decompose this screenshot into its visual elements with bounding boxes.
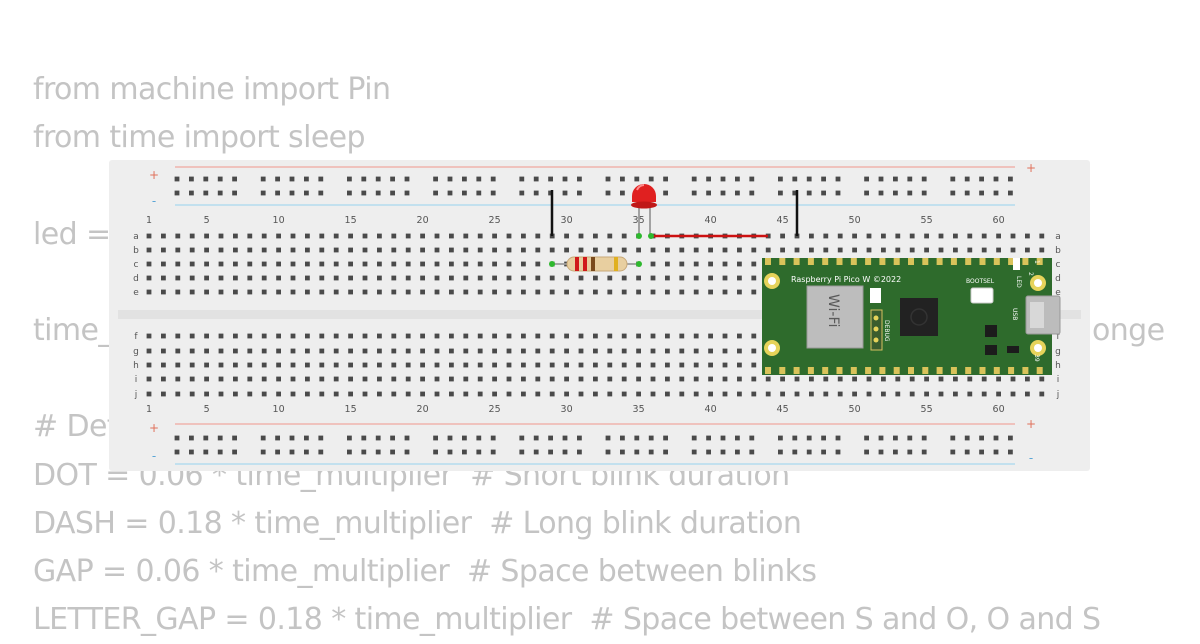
breadboard-center-gap xyxy=(118,310,1081,319)
pico-pin-headers xyxy=(765,258,1043,374)
row-label: a xyxy=(1055,232,1061,242)
code-line-12: LETTER_GAP = 0.18 * time_multiplier # Sp… xyxy=(33,602,1101,638)
row-label: i xyxy=(135,375,138,385)
code-line-6: time_ xyxy=(33,312,113,348)
bootsel-button[interactable] xyxy=(970,287,994,304)
rail-sign-label: + xyxy=(1026,417,1036,431)
row-label: d xyxy=(133,274,139,284)
column-label: 1 xyxy=(146,404,152,415)
column-label: 25 xyxy=(489,404,501,415)
row-label: e xyxy=(133,288,139,298)
row-label: c xyxy=(134,260,139,270)
rail-sign-label: + xyxy=(149,168,159,182)
rail-sign-label: - xyxy=(1029,451,1033,465)
row-label: b xyxy=(1055,246,1061,256)
column-label: 55 xyxy=(921,404,933,415)
wires[interactable] xyxy=(550,190,799,238)
column-label: 25 xyxy=(489,215,501,226)
row-label: h xyxy=(1055,361,1061,371)
column-label: 20 xyxy=(417,215,429,226)
row-label: j xyxy=(134,390,138,400)
column-label: 30 xyxy=(561,404,573,415)
column-label: 60 xyxy=(993,404,1005,415)
debug-label: DEBUG xyxy=(883,320,890,342)
column-label: 15 xyxy=(345,215,357,226)
code-line-10: DASH = 0.18 * time_multiplier # Long bli… xyxy=(33,505,802,541)
row-label: g xyxy=(133,347,139,357)
column-label: 60 xyxy=(993,215,1005,226)
column-label: 35 xyxy=(633,404,645,415)
wifi-module xyxy=(806,285,864,349)
rail-sign-label: - xyxy=(152,194,156,208)
column-label: 40 xyxy=(705,215,717,226)
column-label: 10 xyxy=(273,215,285,226)
row-label: e xyxy=(1055,288,1061,298)
red-led[interactable] xyxy=(631,184,657,235)
column-label: 50 xyxy=(849,215,861,226)
row-label: f xyxy=(134,332,138,342)
column-label: 45 xyxy=(777,404,789,415)
pin-1-label: 1 xyxy=(1033,260,1040,264)
code-line-1: from machine import Pin xyxy=(33,72,391,107)
onboard-led xyxy=(1013,258,1020,270)
resistor[interactable] xyxy=(552,256,639,272)
column-label: 30 xyxy=(561,215,573,226)
code-line-9: DOT = 0.06 * time_multiplier # Short bli… xyxy=(33,457,790,493)
column-label: 50 xyxy=(849,404,861,415)
bootsel-label: BOOTSEL xyxy=(966,278,995,285)
wifi-antenna-chip xyxy=(870,288,881,303)
pin-2-label: 2 xyxy=(1027,272,1034,276)
pico-w-board[interactable]: Raspberry Pi Pico W ©2022 Wi-Fi DEBUG BO… xyxy=(762,258,1061,375)
row-label: g xyxy=(1055,347,1061,357)
smd-chip xyxy=(1007,346,1019,353)
smd-chip xyxy=(985,345,997,355)
row-label: f xyxy=(1056,332,1060,342)
smd-chip xyxy=(985,325,997,337)
column-label: 20 xyxy=(417,404,429,415)
code-line-2: from time import sleep xyxy=(33,120,366,156)
rp2040-chip xyxy=(900,298,938,336)
wifi-label: Wi-Fi xyxy=(825,294,841,327)
column-label: 15 xyxy=(345,404,357,415)
column-label: 55 xyxy=(921,215,933,226)
code-line-4: led = xyxy=(33,216,120,252)
rail-sign-label: + xyxy=(149,421,159,435)
pin-39-label: 39 xyxy=(1033,354,1040,362)
rail-sign-label: - xyxy=(152,449,156,463)
usb-label: USB xyxy=(1011,308,1018,320)
connection-markers xyxy=(549,233,654,267)
rail-sign-label: + xyxy=(1026,161,1036,175)
column-label: 5 xyxy=(204,404,210,415)
code-overflow-text: onge xyxy=(1092,313,1165,348)
led-label: LED xyxy=(1015,276,1022,288)
column-label: 1 xyxy=(146,215,152,226)
row-label: h xyxy=(133,361,139,371)
raspberry-logo-icon xyxy=(910,308,928,326)
row-label: c xyxy=(1056,260,1061,270)
code-line-11: GAP = 0.06 * time_multiplier # Space bet… xyxy=(33,553,817,589)
row-label: a xyxy=(133,232,139,242)
power-rails: + + - + + - - xyxy=(149,161,1036,465)
column-label: 10 xyxy=(273,404,285,415)
row-label: j xyxy=(1056,390,1060,400)
row-label: b xyxy=(133,246,139,256)
column-label: 5 xyxy=(204,215,210,226)
row-label: i xyxy=(1057,375,1060,385)
column-label: 45 xyxy=(777,215,789,226)
row-label: d xyxy=(1055,274,1061,284)
column-label: 40 xyxy=(705,404,717,415)
code-line-8: # Def xyxy=(33,409,117,445)
pico-title: Raspberry Pi Pico W ©2022 xyxy=(791,275,901,284)
simulation-canvas[interactable]: ++-++-- 11551010151520202525303035354040… xyxy=(109,160,1090,471)
